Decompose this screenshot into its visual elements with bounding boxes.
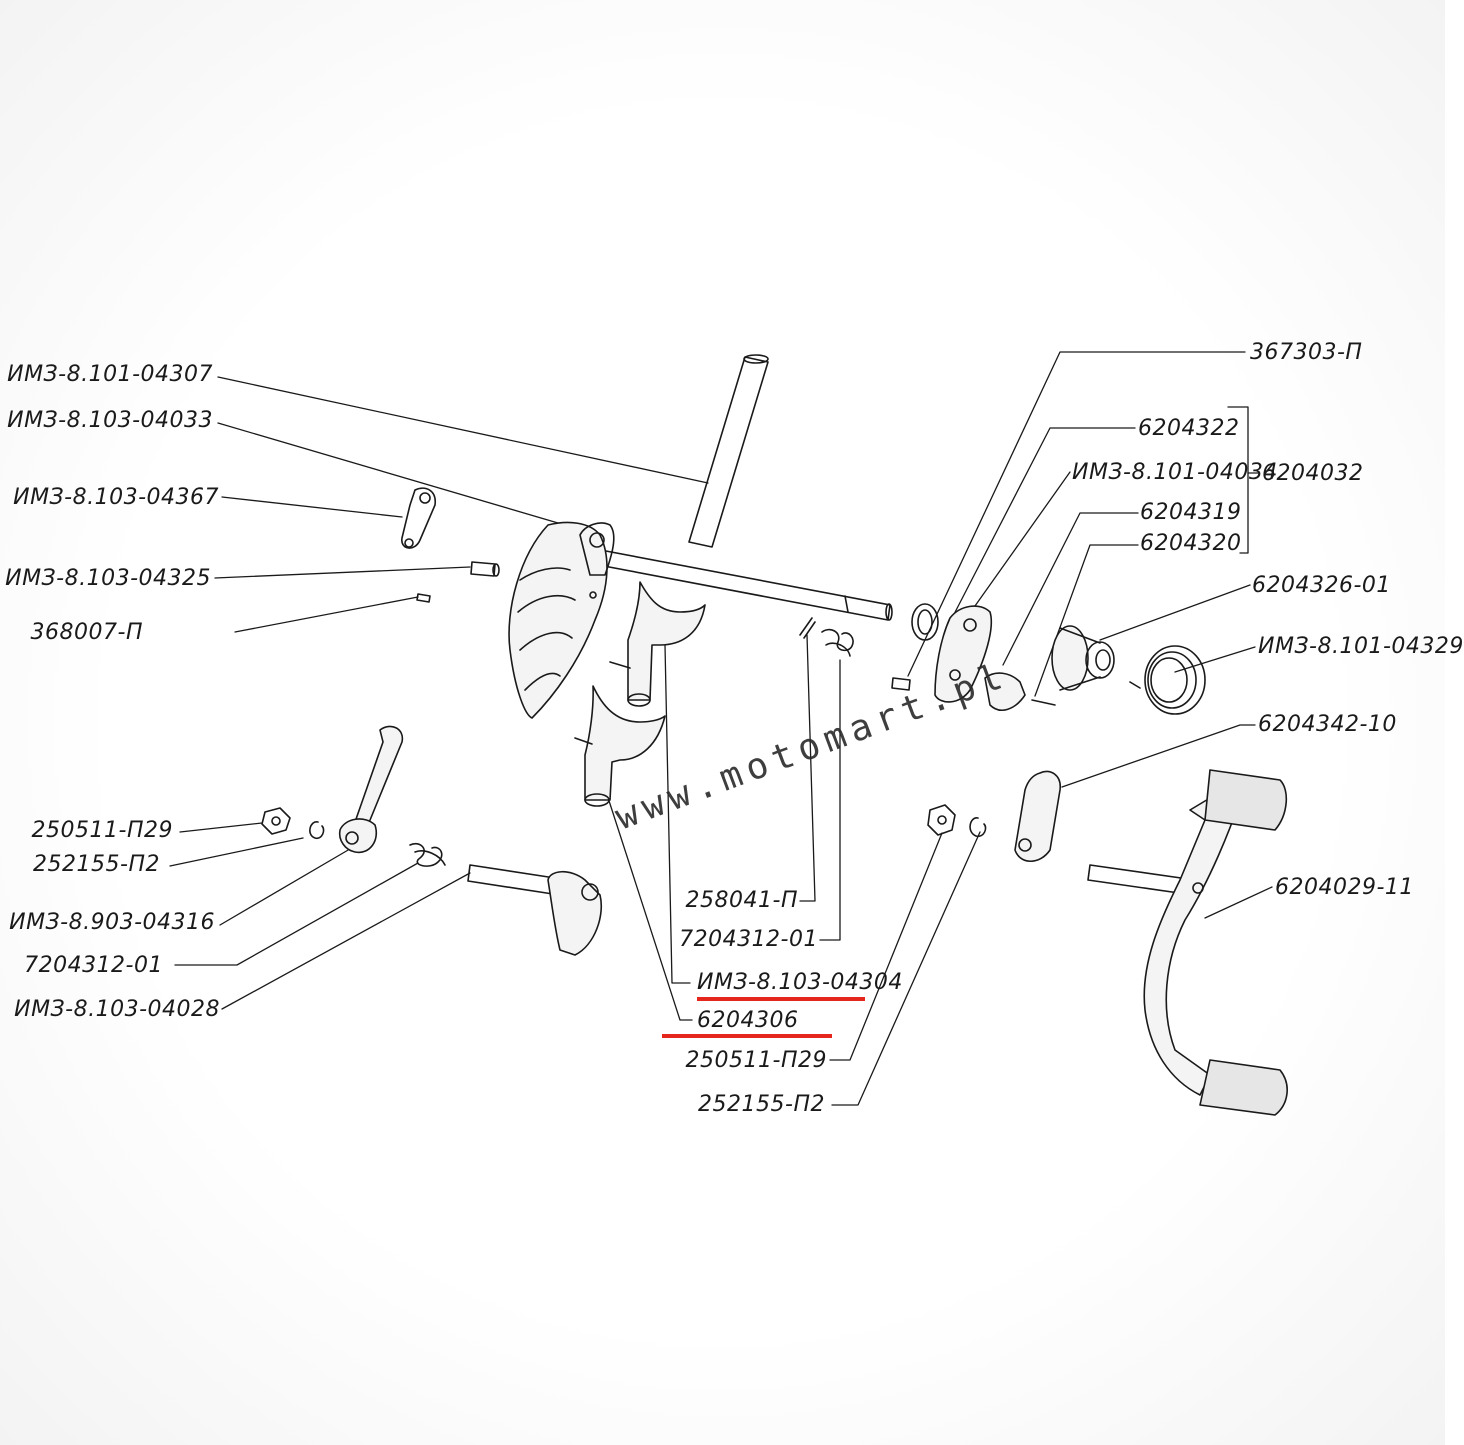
label-imz-8-103-04325: ИМЗ-8.103-04325 [5, 566, 211, 591]
gear-6204326 [1051, 625, 1115, 691]
screw-small [891, 677, 911, 691]
ring-367303 [911, 603, 939, 641]
label-250511-p29-center: 250511-П29 [685, 1048, 827, 1073]
selector-shaft [587, 547, 893, 621]
nut-250511-right [927, 804, 956, 836]
label-6204326-01: 6204326-01 [1252, 573, 1391, 598]
label-6204342-10: 6204342-10 [1258, 712, 1397, 737]
label-7204312-01-left: 7204312-01 [24, 953, 163, 978]
highlight-underline-6204306 [662, 1034, 832, 1038]
plate-04034 [934, 605, 993, 703]
spring-7204312-center [821, 628, 854, 657]
label-imz-8-101-04307: ИМЗ-8.101-04307 [7, 362, 213, 387]
spring-7204312-left [409, 842, 446, 867]
label-6204322: 6204322 [1138, 416, 1240, 441]
washer-252155-right [969, 817, 987, 838]
label-imz-8-101-04034: ИМЗ-8.101-04034 [1072, 460, 1278, 485]
label-252155-p2-center: 252155-П2 [698, 1092, 825, 1117]
cotter-258041 [799, 617, 816, 639]
label-imz-8-103-04367: ИМЗ-8.103-04367 [13, 485, 219, 510]
highlight-underline-04304 [697, 997, 865, 1001]
kickstart-pedal [1087, 769, 1288, 1116]
lever-6204342 [1014, 770, 1061, 863]
label-250511-p29-left: 250511-П29 [31, 818, 173, 843]
label-6204319: 6204319 [1140, 500, 1242, 525]
washer-252155-left [309, 821, 325, 840]
label-6204029-11: 6204029-11 [1275, 875, 1414, 900]
lever-04316 [338, 725, 404, 854]
label-imz-8-103-04304: ИМЗ-8.103-04304 [697, 970, 903, 995]
shaft-04028 [467, 864, 602, 956]
label-imz-8-903-04316: ИМЗ-8.903-04316 [9, 910, 215, 935]
label-367303-p: 367303-П [1250, 340, 1363, 365]
label-6204032: 6204032 [1262, 461, 1364, 486]
label-368007-p: 368007-П [30, 620, 143, 645]
label-6204306: 6204306 [697, 1008, 799, 1033]
vertical-shaft [688, 354, 769, 548]
pawl-6204320 [984, 672, 1056, 711]
shift-fork-upper [609, 581, 706, 707]
selector-plate [508, 521, 615, 719]
lever-04367 [401, 487, 436, 549]
pin-368007 [416, 593, 431, 603]
nut-250511-left [261, 807, 291, 835]
spring-04329 [1129, 645, 1206, 715]
label-6204320: 6204320 [1140, 531, 1242, 556]
label-imz-8-103-04028: ИМЗ-8.103-04028 [14, 997, 220, 1022]
leader-lines [169, 351, 1273, 1106]
label-258041-p: 258041-П [685, 888, 798, 913]
label-252155-p2-left: 252155-П2 [33, 852, 160, 877]
label-7204312-01-center: 7204312-01 [679, 927, 818, 952]
shift-fork-lower [574, 685, 666, 807]
pin-04325 [470, 561, 500, 577]
label-imz-8-103-04033: ИМЗ-8.103-04033 [7, 408, 213, 433]
label-imz-8-101-04329: ИМЗ-8.101-04329 [1258, 634, 1464, 659]
